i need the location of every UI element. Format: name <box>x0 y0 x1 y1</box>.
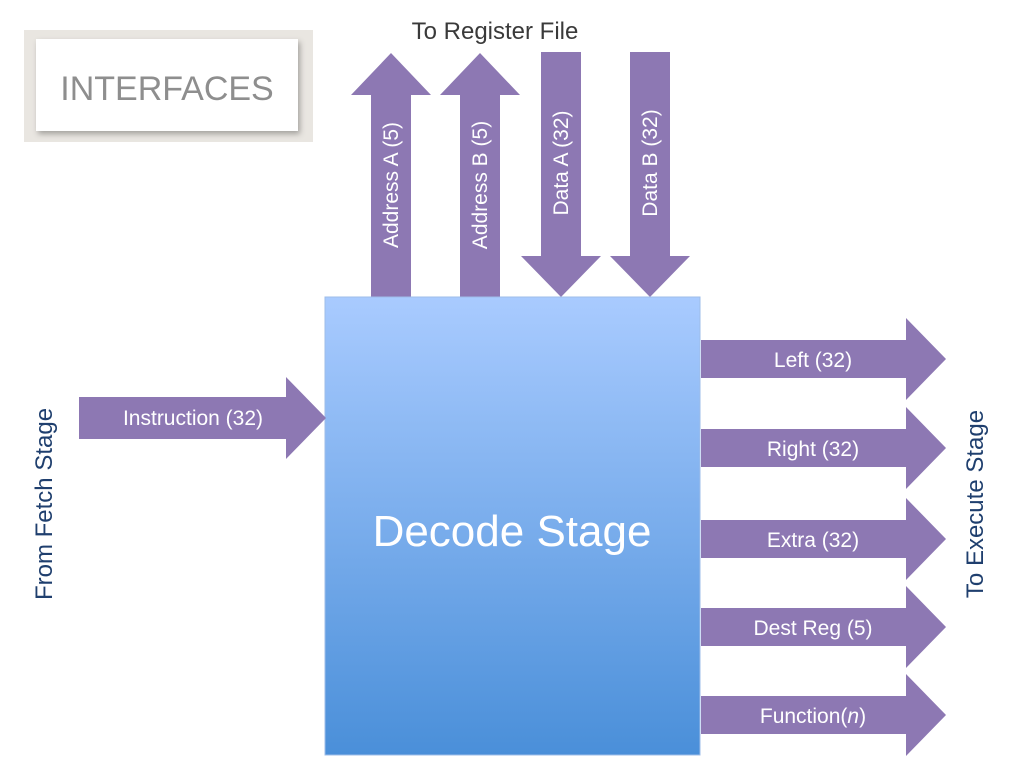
arrow-data-b: Data B (32) <box>610 52 690 297</box>
arrow-data-a-label: Data A (32) <box>550 110 573 215</box>
arrow-instruction-label: Instruction (32) <box>123 407 263 430</box>
arrow-left: Left (32) <box>701 318 946 400</box>
arrow-function: Function(n) <box>701 674 946 756</box>
register-file-label: To Register File <box>412 18 579 45</box>
decode-stage-box: Decode Stage <box>324 296 701 756</box>
fetch-stage-label: From Fetch Stage <box>31 408 58 600</box>
execute-stage-label: To Execute Stage <box>962 410 989 598</box>
arrow-address-a-label: Address A (5) <box>380 122 403 248</box>
arrow-right: Right (32) <box>701 407 946 489</box>
arrow-dest-reg-label: Dest Reg (5) <box>753 617 872 640</box>
decode-stage-label: Decode Stage <box>373 507 652 556</box>
arrow-address-b: Address B (5) <box>440 53 520 297</box>
arrow-extra-label: Extra (32) <box>767 529 859 552</box>
arrow-function-label-suffix: ) <box>859 705 866 728</box>
arrow-address-b-label: Address B (5) <box>469 121 492 249</box>
arrow-address-a: Address A (5) <box>351 53 431 297</box>
interfaces-title-box: INTERFACES <box>24 30 313 142</box>
arrow-function-label-prefix: Function( <box>760 705 848 728</box>
arrow-extra: Extra (32) <box>701 498 946 580</box>
arrow-function-label-italic: n <box>847 705 859 728</box>
arrow-function-label: Function(n) <box>760 705 866 728</box>
arrow-instruction: Instruction (32) <box>79 377 326 459</box>
arrow-data-a: Data A (32) <box>521 52 601 297</box>
arrow-right-label: Right (32) <box>767 438 859 461</box>
arrow-data-b-label: Data B (32) <box>639 109 662 216</box>
arrow-dest-reg: Dest Reg (5) <box>701 586 946 668</box>
arrow-left-label: Left (32) <box>774 349 852 372</box>
interfaces-title: INTERFACES <box>60 70 273 108</box>
